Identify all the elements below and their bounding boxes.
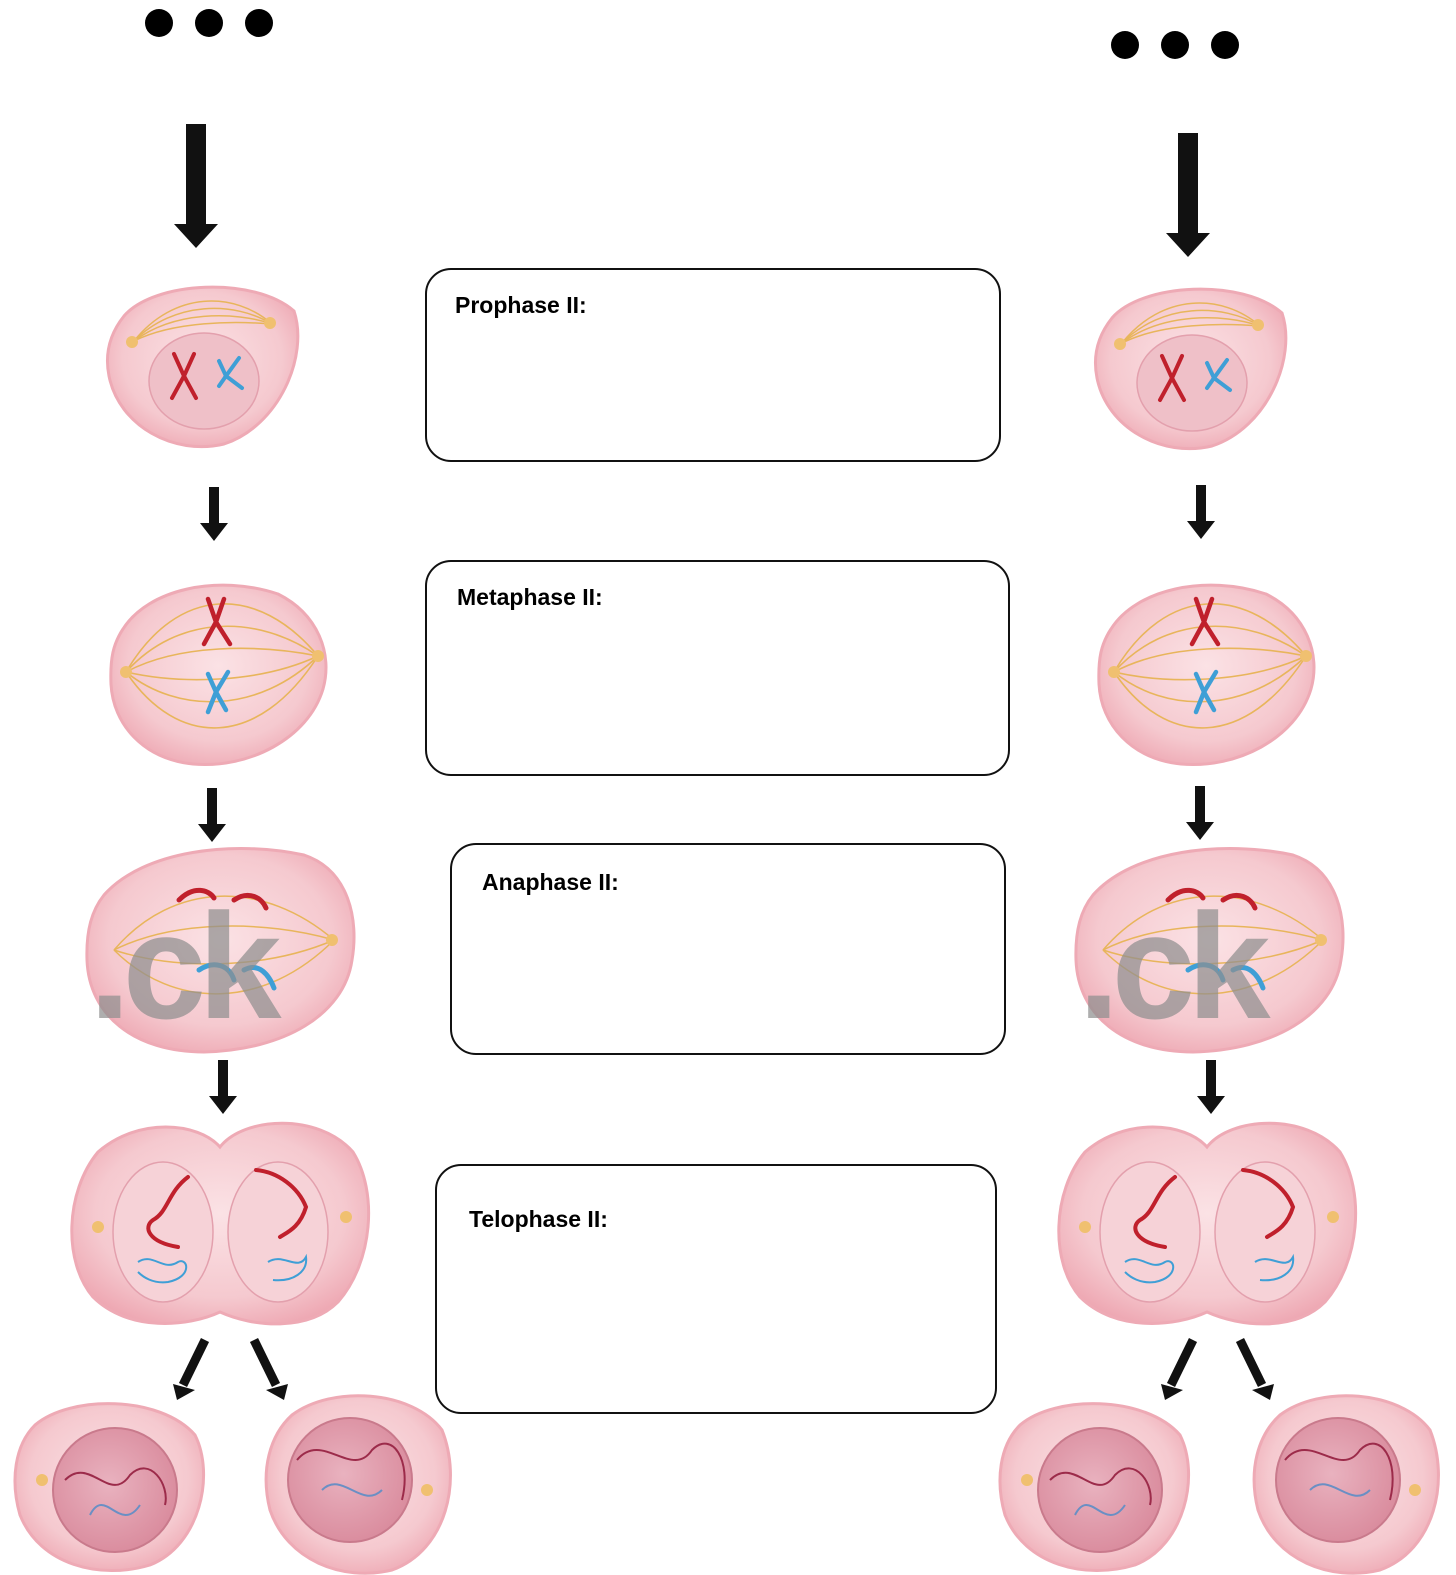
- dot-icon: [1161, 31, 1189, 59]
- large-down-arrow-right: [1166, 133, 1210, 257]
- telophase-answer-box[interactable]: Telophase II:: [435, 1164, 997, 1414]
- small-down-arrow: [209, 1060, 237, 1114]
- split-arrow-left-a: [173, 1340, 213, 1400]
- prophase-cell-left: [104, 276, 304, 451]
- daughter-cell-left-2: [262, 1390, 457, 1575]
- watermark-text: .ck: [1078, 882, 1271, 1050]
- daughter-cell-right-1: [995, 1395, 1195, 1575]
- dot-icon: [1111, 31, 1139, 59]
- small-down-arrow: [1197, 1060, 1225, 1114]
- telophase-cell-left: [68, 1112, 373, 1332]
- dot-icon: [245, 9, 273, 37]
- ellipsis-dots-left: [145, 9, 273, 37]
- prophase-answer-box[interactable]: Prophase II:: [425, 268, 1001, 462]
- telophase-label: Telophase II:: [469, 1206, 608, 1233]
- small-down-arrow: [1186, 786, 1214, 840]
- prophase-cell-right: [1092, 278, 1292, 453]
- daughter-cell-left-1: [10, 1395, 210, 1575]
- metaphase-cell-left: [108, 574, 330, 770]
- ellipsis-dots-right: [1111, 31, 1239, 59]
- split-arrow-right-a: [1161, 1340, 1201, 1400]
- dot-icon: [145, 9, 173, 37]
- anaphase-cell-left: .ck: [84, 840, 359, 1055]
- anaphase-cell-right: .ck: [1073, 840, 1348, 1055]
- metaphase-label: Metaphase II:: [457, 584, 603, 611]
- prophase-label: Prophase II:: [455, 292, 587, 319]
- large-down-arrow-left: [174, 124, 218, 248]
- watermark-text: .ck: [89, 882, 282, 1050]
- daughter-cell-right-2: [1250, 1390, 1445, 1575]
- anaphase-answer-box[interactable]: Anaphase II:: [450, 843, 1006, 1055]
- telophase-cell-right: [1055, 1112, 1360, 1332]
- metaphase-cell-right: [1096, 574, 1318, 770]
- anaphase-label: Anaphase II:: [482, 869, 619, 896]
- small-down-arrow: [198, 788, 226, 842]
- small-down-arrow: [1187, 485, 1215, 539]
- small-down-arrow: [200, 487, 228, 541]
- dot-icon: [1211, 31, 1239, 59]
- dot-icon: [195, 9, 223, 37]
- metaphase-answer-box[interactable]: Metaphase II:: [425, 560, 1010, 776]
